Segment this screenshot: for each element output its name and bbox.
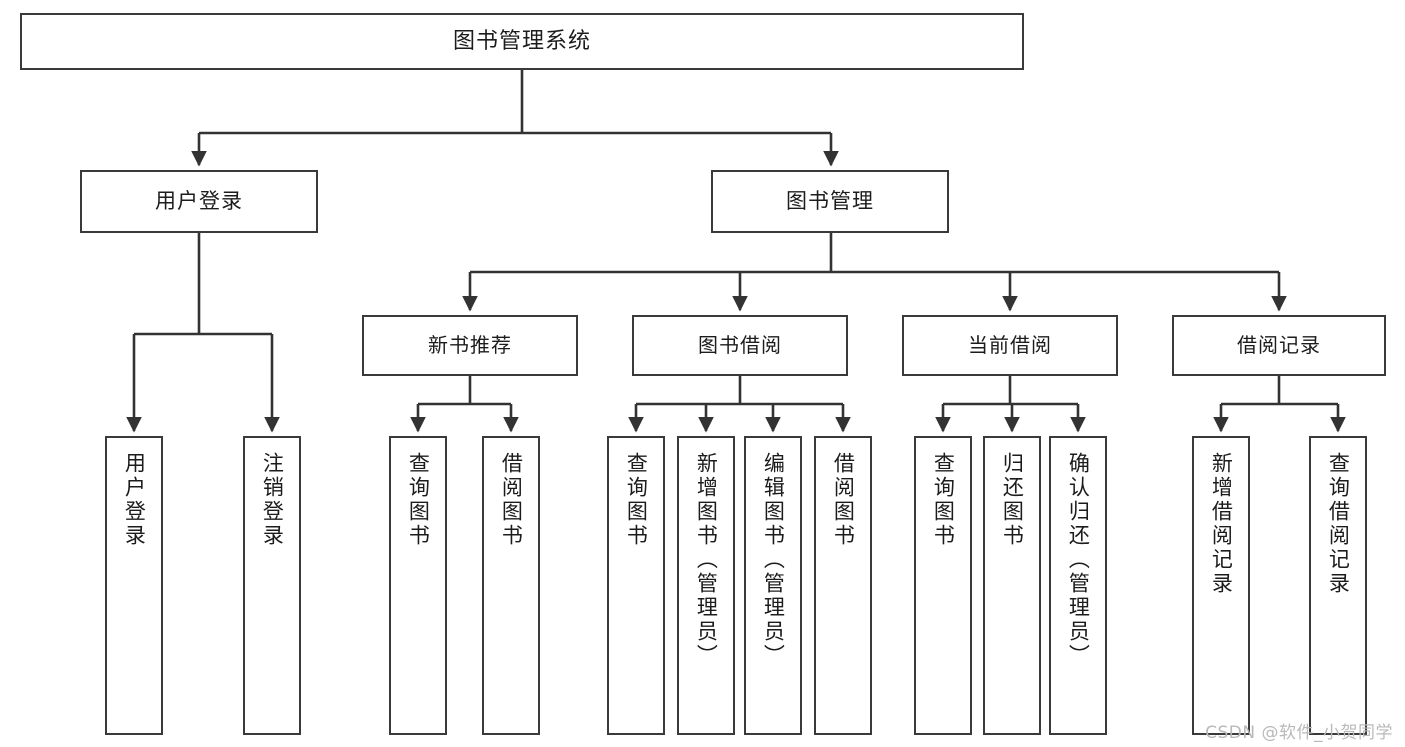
leaf-book-borrow-add[interactable]: 新增图书（管理员） <box>677 436 735 735</box>
node-label: 查询借阅记录 <box>1326 452 1351 596</box>
leaf-borrow-record-query[interactable]: 查询借阅记录 <box>1309 436 1367 735</box>
node-book-management[interactable]: 图书管理 <box>711 170 949 233</box>
leaf-current-borrow-confirm[interactable]: 确认归还（管理员） <box>1049 436 1107 735</box>
node-label: 借阅记录 <box>1237 333 1321 357</box>
leaf-user-login-logout[interactable]: 注销登录 <box>243 436 301 735</box>
leaf-book-borrow-borrow[interactable]: 借阅图书 <box>814 436 872 735</box>
leaf-current-borrow-query[interactable]: 查询图书 <box>914 436 972 735</box>
node-label: 新增借阅记录 <box>1209 452 1234 596</box>
node-root-system[interactable]: 图书管理系统 <box>20 13 1024 70</box>
node-label: 用户登录 <box>122 452 147 548</box>
node-label: 查询图书 <box>624 452 649 548</box>
node-book-borrow[interactable]: 图书借阅 <box>632 315 848 376</box>
node-label: 图书管理系统 <box>452 28 591 54</box>
node-label: 注销登录 <box>260 452 285 548</box>
leaf-borrow-record-add[interactable]: 新增借阅记录 <box>1192 436 1250 735</box>
leaf-new-book-query[interactable]: 查询图书 <box>389 436 447 735</box>
leaf-current-borrow-return[interactable]: 归还图书 <box>983 436 1041 735</box>
node-borrow-record[interactable]: 借阅记录 <box>1172 315 1386 376</box>
leaf-new-book-borrow[interactable]: 借阅图书 <box>482 436 540 735</box>
node-label: 用户登录 <box>155 189 243 214</box>
node-label: 查询图书 <box>406 452 431 548</box>
node-label: 查询图书 <box>931 452 956 548</box>
node-label: 新书推荐 <box>428 333 512 357</box>
node-label: 新增图书（管理员） <box>694 452 719 668</box>
node-label: 编辑图书（管理员） <box>761 452 786 668</box>
node-new-book-recommend[interactable]: 新书推荐 <box>362 315 578 376</box>
node-label: 归还图书 <box>1000 452 1025 548</box>
node-label: 当前借阅 <box>968 333 1052 357</box>
node-label: 图书借阅 <box>698 333 782 357</box>
csdn-watermark: CSDN @软件_小贺同学 <box>1205 723 1393 743</box>
node-label: 图书管理 <box>786 189 874 214</box>
node-user-login[interactable]: 用户登录 <box>80 170 318 233</box>
node-label: 借阅图书 <box>499 452 524 548</box>
node-label: 借阅图书 <box>831 452 856 548</box>
leaf-user-login-login[interactable]: 用户登录 <box>105 436 163 735</box>
leaf-book-borrow-query[interactable]: 查询图书 <box>607 436 665 735</box>
leaf-book-borrow-edit[interactable]: 编辑图书（管理员） <box>744 436 802 735</box>
node-current-borrow[interactable]: 当前借阅 <box>902 315 1118 376</box>
node-label: 确认归还（管理员） <box>1066 452 1091 668</box>
